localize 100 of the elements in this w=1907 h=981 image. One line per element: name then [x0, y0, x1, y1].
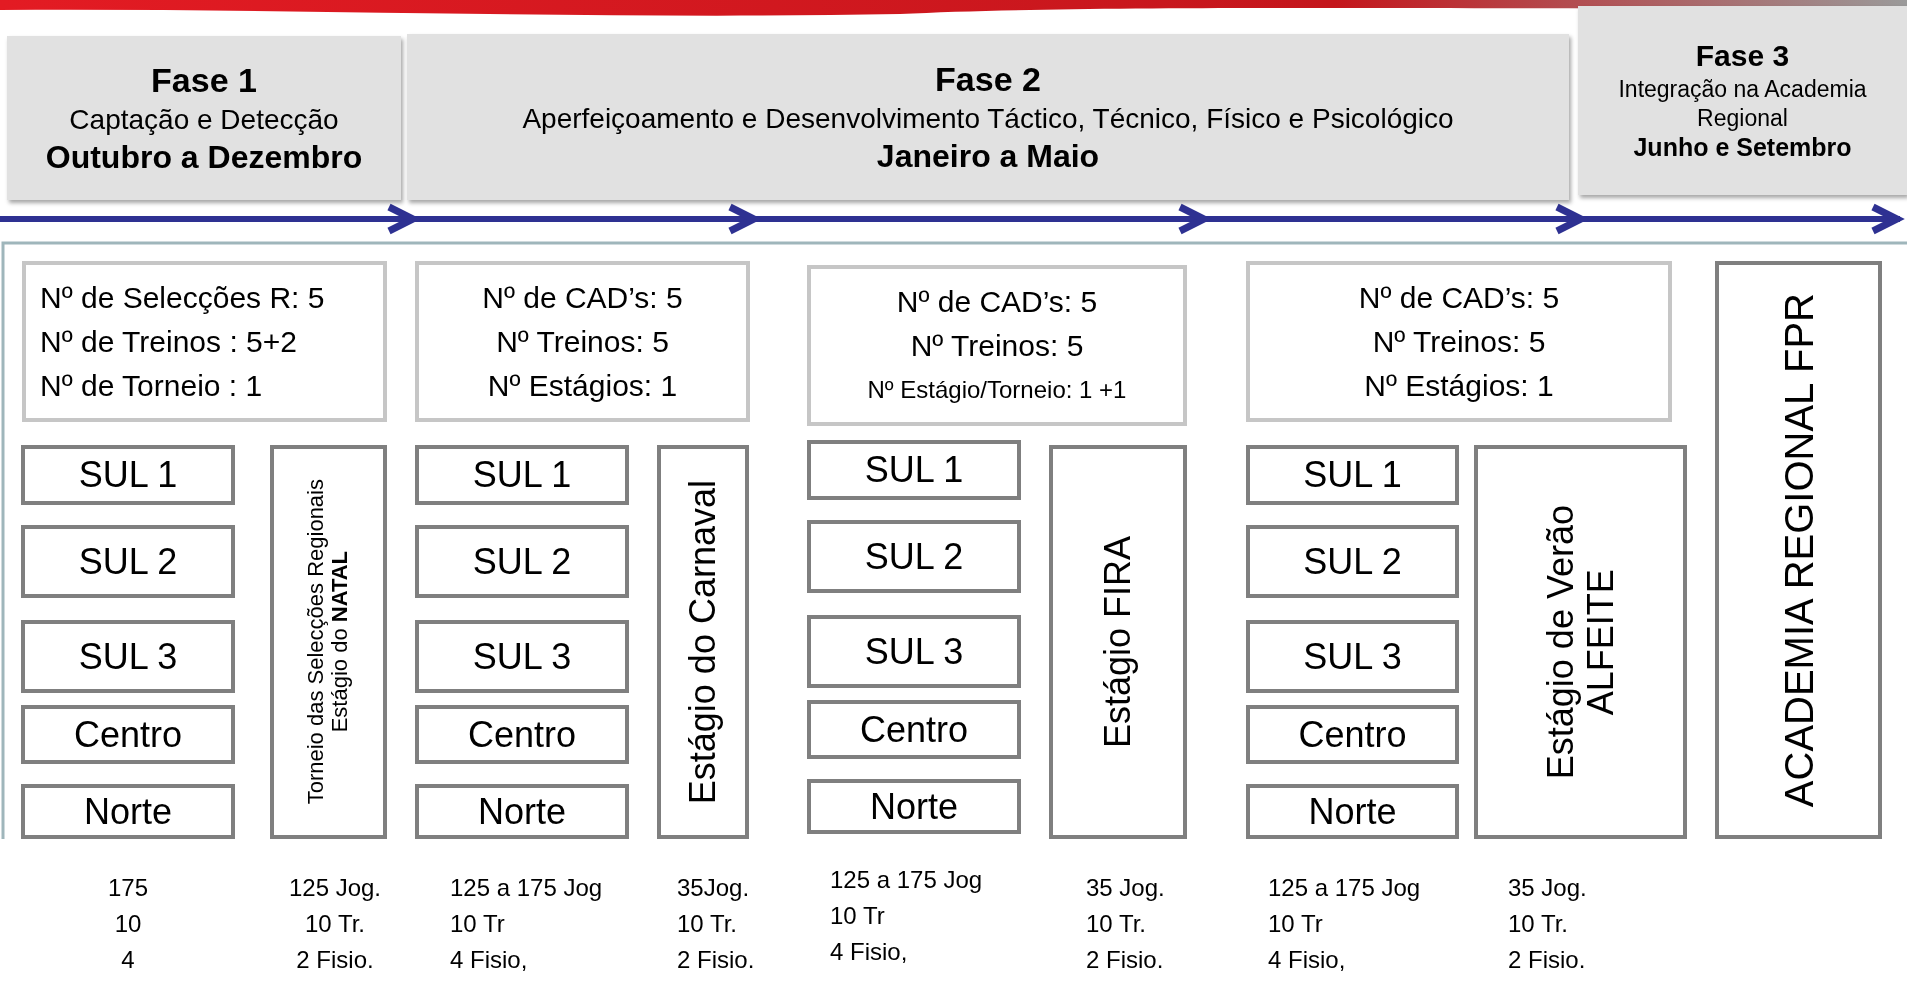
count-label: 4 Fisio, [830, 937, 908, 967]
stats-box [807, 265, 1187, 426]
event-label: Estágio do Carnaval [683, 479, 723, 805]
phase-header-box [1578, 6, 1907, 195]
stat-line: Nº Estágios: 1 [1363, 367, 1555, 404]
stat-line: Nº de CAD’s: 5 [481, 279, 684, 316]
team-label: Norte [870, 786, 958, 827]
team-box [21, 705, 235, 764]
team-box [1246, 525, 1459, 598]
team-label: SUL 1 [1303, 455, 1402, 495]
phase-description: Integração na Academia Regional [1617, 74, 1868, 133]
stat-line: Nº Treinos: 5 [909, 327, 1085, 364]
count-label: 35 Jog. [1508, 873, 1587, 903]
academy-label: ACADEMIA REGIONAL FPR [1776, 292, 1821, 808]
count-label: 10 Tr. [1508, 909, 1569, 939]
stat-line: Nº Treinos: 5 [1371, 323, 1547, 360]
team-label: SUL 2 [472, 541, 572, 582]
team-label: SUL 1 [472, 455, 572, 495]
team-label: SUL 3 [1303, 636, 1402, 677]
team-box [807, 700, 1021, 759]
team-box [415, 784, 629, 839]
event-label: ALFEITE [1580, 567, 1621, 715]
count-label: 4 [121, 945, 135, 975]
count-label: 10 Tr. [304, 909, 365, 939]
phase-period: Junho e Setembro [1633, 132, 1852, 164]
event-box [270, 445, 387, 839]
team-box [21, 620, 235, 693]
event-box [1049, 445, 1187, 839]
academy-box [1715, 261, 1882, 839]
count-label: 125 a 175 Jog [1268, 873, 1421, 903]
team-box [415, 525, 629, 598]
team-label: Centro [467, 714, 577, 755]
phase-period: Janeiro a Maio [876, 136, 1100, 176]
stat-line: Nº de Selecções R: 5 [40, 279, 326, 316]
count-label: 10 Tr. [1086, 909, 1147, 939]
team-label: Centro [73, 714, 183, 755]
stat-line: Nº de Treinos : 5+2 [40, 323, 298, 360]
stat-line: Nº Estágios: 1 [486, 367, 679, 404]
team-label: SUL 2 [78, 541, 178, 582]
team-box [1246, 445, 1459, 505]
stat-line: Nº Estágio/Torneio: 1 +1 [866, 374, 1128, 405]
phase-header-box [407, 34, 1569, 200]
team-box [1246, 705, 1459, 764]
team-box [807, 520, 1021, 593]
team-label: SUL 1 [78, 455, 178, 495]
count-label: 125 a 175 Jog [830, 865, 983, 895]
count-label: 125 a 175 Jog [450, 873, 603, 903]
team-box [415, 445, 629, 505]
phase-period: Outubro a Dezembro [45, 137, 363, 177]
stat-line: Nº de Torneio : 1 [40, 367, 264, 404]
team-box [21, 784, 235, 839]
phase-header-box [7, 36, 401, 200]
phase-title: Fase 2 [935, 59, 1041, 101]
stat-line: Nº de CAD’s: 5 [1357, 279, 1561, 316]
count-label: 4 Fisio, [450, 945, 528, 975]
team-label: Norte [478, 791, 566, 832]
event-label: Estágio de Verão [1540, 504, 1581, 780]
team-label: SUL 3 [864, 631, 964, 672]
team-label: SUL 2 [864, 536, 964, 577]
team-box [1246, 620, 1459, 693]
team-label: Norte [1308, 791, 1397, 832]
event-label: Torneio das Selecções Regionais [304, 479, 329, 805]
count-label: 125 Jog. [288, 873, 382, 903]
team-box [807, 615, 1021, 688]
count-label: 4 Fisio, [1268, 945, 1346, 975]
team-label: Centro [1298, 714, 1407, 755]
team-box [415, 620, 629, 693]
event-box [657, 445, 749, 839]
count-label: 35 Jog. [1086, 873, 1165, 903]
event-label: Estágio FIRA [1098, 535, 1138, 749]
count-label: 2 Fisio. [677, 945, 755, 975]
team-label: SUL 3 [78, 636, 178, 677]
event-label: Estágio do NATAL [328, 551, 353, 735]
count-label: 10 Tr [1268, 909, 1323, 939]
count-label: 10 Tr [450, 909, 505, 939]
team-label: SUL 2 [1303, 541, 1402, 582]
count-label: 10 [114, 909, 142, 939]
stat-line: Nº de CAD’s: 5 [895, 283, 1099, 320]
stats-box [1246, 261, 1672, 422]
team-label: SUL 1 [864, 450, 964, 490]
team-box [21, 525, 235, 598]
stats-box [22, 261, 387, 422]
team-box [1246, 784, 1459, 839]
count-label: 2 Fisio. [1508, 945, 1586, 975]
count-label: 175 [107, 873, 148, 903]
stat-line: Nº Treinos: 5 [495, 323, 670, 360]
team-label: Norte [84, 791, 172, 832]
count-label: 35Jog. [677, 873, 750, 903]
event-box [1474, 445, 1687, 839]
team-label: Centro [859, 709, 969, 750]
phase-description: Captação e Detecção [69, 102, 339, 137]
team-label: SUL 3 [472, 636, 572, 677]
team-box [807, 779, 1021, 834]
count-label: 2 Fisio. [1086, 945, 1164, 975]
count-label: 2 Fisio. [296, 945, 374, 975]
stats-box [415, 261, 750, 422]
count-label: 10 Tr. [677, 909, 738, 939]
team-box [415, 705, 629, 764]
phase-title: Fase 3 [1695, 38, 1790, 75]
count-label: 10 Tr [830, 901, 885, 931]
